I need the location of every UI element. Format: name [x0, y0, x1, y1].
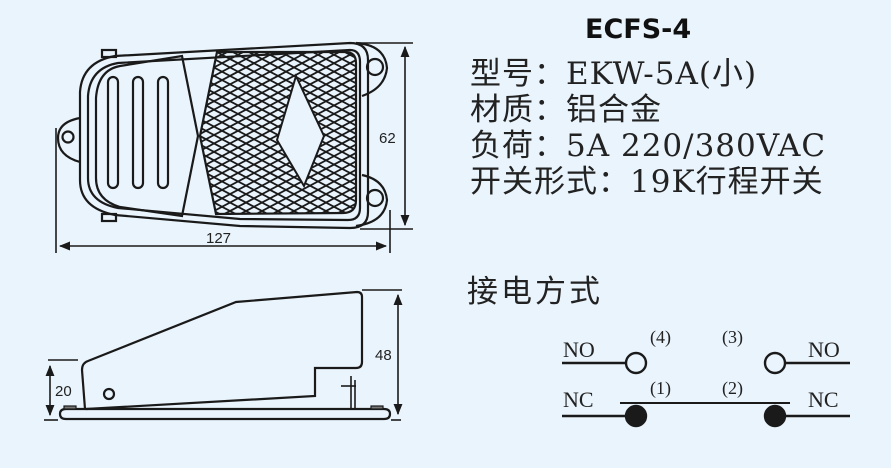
spec-value: EKW-5A(小): [566, 56, 758, 92]
spec-label: 材质：: [470, 92, 566, 128]
mesh-line: [209, 52, 356, 214]
no-right-label: NO: [808, 337, 840, 362]
mesh-line: [273, 52, 356, 214]
top-view-dimensions: [55, 42, 413, 253]
mesh-line: [200, 52, 283, 214]
mesh-line: [200, 52, 356, 214]
side-view-dimensions: [44, 289, 403, 421]
top-height-dim-label: 62: [379, 130, 396, 147]
mesh-line: [200, 52, 356, 214]
mesh-line: [241, 52, 356, 214]
terminal-4-contact: [624, 351, 648, 375]
spec-row-model: 型号：EKW-5A(小): [470, 56, 826, 92]
heel-slot: [156, 75, 170, 190]
spec-value: 19K行程开关: [630, 164, 824, 200]
terminal-1-contact: [624, 404, 648, 428]
terminal-2-label: (2): [722, 378, 743, 399]
side-height-dim-label: 48: [375, 347, 392, 364]
spec-label: 型号：: [470, 56, 566, 92]
mesh-line: [200, 52, 283, 214]
mesh-line: [200, 52, 299, 214]
right-bottom-ear: [355, 173, 389, 228]
nc-right-label: NC: [808, 387, 839, 412]
no-left-label: NO: [563, 337, 595, 362]
base-foot-left: [63, 405, 77, 410]
terminal-2-contact: [763, 404, 787, 428]
body-outer: [78, 41, 370, 230]
spec-list: 型号：EKW-5A(小) 材质：铝合金 负荷：5A 220/380VAC 开关形…: [470, 56, 826, 200]
terminal-3-label: (3): [722, 327, 743, 348]
side-view-drawing: [58, 290, 392, 421]
right-top-ear: [355, 41, 389, 98]
mesh-line: [200, 52, 356, 214]
mesh-line: [200, 52, 356, 214]
top-width-dim-label: 127: [206, 230, 231, 247]
pedal-body: [80, 290, 364, 411]
spec-row-load: 负荷：5A 220/380VAC: [470, 128, 826, 164]
spec-row-material: 材质：铝合金: [470, 92, 826, 128]
side-front-height-dim-label: 20: [55, 383, 72, 400]
spec-value: 铝合金: [566, 92, 662, 128]
left-mounting-ear: [56, 116, 81, 164]
mesh-line: [200, 52, 356, 214]
mesh-line: [209, 52, 356, 214]
terminal-3-contact: [763, 351, 787, 375]
mesh-line: [200, 52, 356, 214]
right-bottom-hole: [365, 188, 385, 208]
spec-label: 开关形式：: [470, 164, 630, 200]
model-title: ECFS-4: [585, 14, 692, 45]
mesh-line: [225, 52, 356, 214]
terminal-1-label: (1): [650, 378, 671, 399]
body-inner: [86, 48, 362, 222]
mesh-line: [257, 52, 356, 214]
mesh-line: [289, 52, 356, 214]
right-top-hole: [365, 57, 385, 77]
heel-slot: [131, 75, 145, 190]
base-plate: [58, 407, 392, 421]
left-mounting-hole: [61, 130, 75, 144]
nc-left-label: NC: [563, 387, 594, 412]
spec-label: 负荷：: [470, 128, 566, 164]
mesh-line: [200, 52, 356, 214]
terminal-4-label: (4): [650, 327, 671, 348]
diamond-cutout: [275, 73, 326, 189]
mesh-line: [241, 52, 356, 214]
wiring-title: 接电方式: [467, 274, 603, 310]
mesh-plate: [198, 50, 358, 216]
pivot-hole: [102, 387, 116, 401]
heel-slot: [106, 75, 120, 190]
mesh-line: [289, 52, 356, 214]
top-view-drawing: [56, 41, 389, 230]
heel-plate: [94, 54, 200, 218]
wiring-schematic: [562, 351, 850, 428]
base-foot-right: [370, 405, 384, 410]
spec-value: 5A 220/380VAC: [566, 128, 827, 164]
spec-row-switch-type: 开关形式：19K行程开关: [470, 164, 826, 200]
mesh-line: [200, 52, 299, 214]
mesh-line: [257, 52, 356, 214]
mesh-line: [225, 52, 356, 214]
mesh-line: [273, 52, 356, 214]
